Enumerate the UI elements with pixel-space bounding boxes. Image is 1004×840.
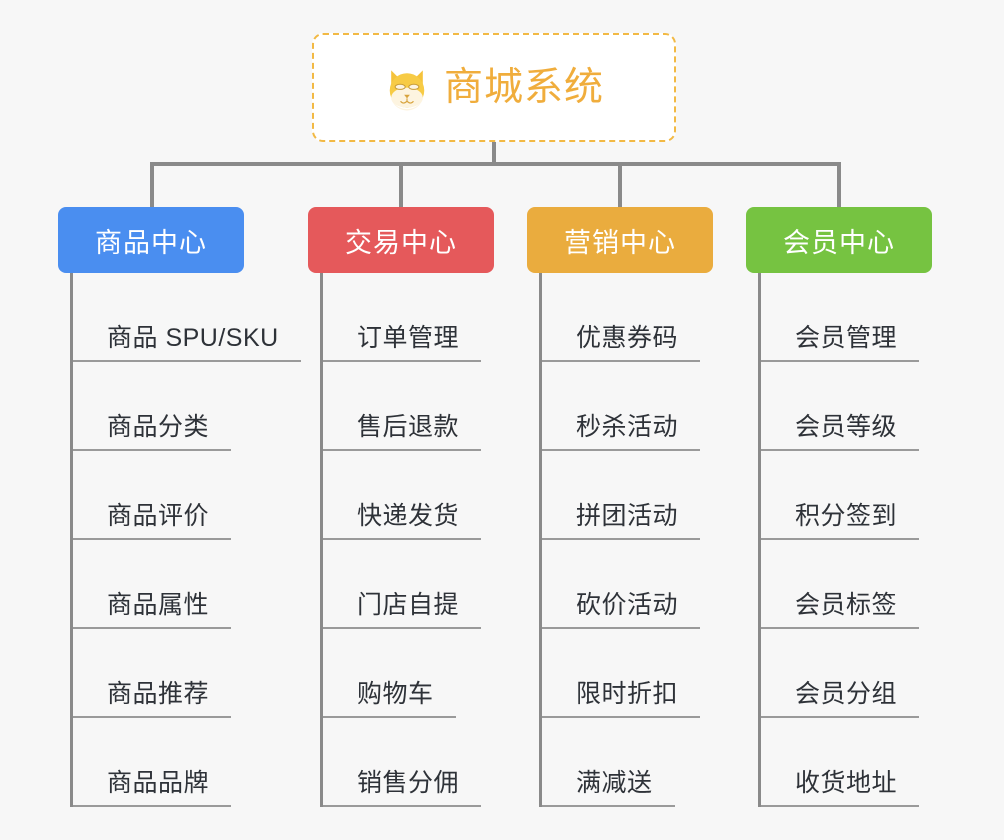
- root-title: 商城系统: [443, 66, 604, 109]
- leaf-item[interactable]: 商品评价: [73, 451, 301, 540]
- leaf-item[interactable]: 会员分组: [761, 629, 932, 718]
- branch-header-label: 会员中心: [783, 227, 895, 258]
- connector-drop-branch-1: [150, 162, 154, 208]
- branch-header-label: 营销中心: [564, 227, 676, 258]
- leaf-label: 会员分组: [795, 680, 898, 708]
- leaf-label: 拼团活动: [576, 502, 679, 530]
- branch-column-product-center: 商品中心 商品 SPU/SKU 商品分类 商品评价 商品属性 商品推荐 商品品牌: [58, 207, 301, 807]
- leaf-item[interactable]: 商品 SPU/SKU: [73, 273, 301, 362]
- leaf-label: 订单管理: [357, 324, 460, 352]
- leaf-label: 砍价活动: [576, 591, 679, 619]
- leaf-label: 购物车: [357, 680, 434, 708]
- leaf-label: 会员管理: [795, 324, 898, 352]
- leaf-list-trade-center: 订单管理 售后退款 快递发货 门店自提 购物车 销售分佣: [320, 273, 494, 807]
- branch-header-product-center[interactable]: 商品中心: [58, 207, 244, 273]
- leaf-label: 快递发货: [357, 502, 460, 530]
- leaf-item[interactable]: 会员等级: [761, 362, 932, 451]
- leaf-label: 销售分佣: [357, 769, 460, 797]
- shiba-inu-dog-face-icon: [389, 69, 425, 111]
- leaf-label: 商品 SPU/SKU: [107, 324, 279, 352]
- connector-drop-branch-3: [618, 162, 622, 208]
- leaf-item[interactable]: 门店自提: [323, 540, 494, 629]
- leaf-item[interactable]: 满减送: [542, 718, 713, 807]
- branch-header-member-center[interactable]: 会员中心: [746, 207, 932, 273]
- leaf-item[interactable]: 会员管理: [761, 273, 932, 362]
- leaf-item[interactable]: 商品属性: [73, 540, 301, 629]
- leaf-list-member-center: 会员管理 会员等级 积分签到 会员标签 会员分组 收货地址: [758, 273, 932, 807]
- leaf-list-product-center: 商品 SPU/SKU 商品分类 商品评价 商品属性 商品推荐 商品品牌: [70, 273, 301, 807]
- leaf-label: 商品推荐: [107, 680, 210, 708]
- leaf-label: 优惠券码: [576, 324, 679, 352]
- connector-horizontal-bus: [150, 162, 840, 166]
- leaf-item[interactable]: 优惠券码: [542, 273, 713, 362]
- connector-root-stem: [492, 142, 496, 164]
- leaf-label: 秒杀活动: [576, 413, 679, 441]
- leaf-label: 会员标签: [795, 591, 898, 619]
- root-node[interactable]: 商城系统: [312, 33, 676, 142]
- leaf-label: 商品评价: [107, 502, 210, 530]
- leaf-label: 门店自提: [357, 591, 460, 619]
- leaf-item[interactable]: 拼团活动: [542, 451, 713, 540]
- leaf-label: 满减送: [576, 769, 653, 797]
- leaf-list-marketing-center: 优惠券码 秒杀活动 拼团活动 砍价活动 限时折扣 满减送: [539, 273, 713, 807]
- branch-column-marketing-center: 营销中心 优惠券码 秒杀活动 拼团活动 砍价活动 限时折扣 满减送: [527, 207, 713, 807]
- leaf-item[interactable]: 收货地址: [761, 718, 932, 807]
- leaf-label: 积分签到: [795, 502, 898, 530]
- leaf-item[interactable]: 限时折扣: [542, 629, 713, 718]
- leaf-label: 会员等级: [795, 413, 898, 441]
- leaf-label: 收货地址: [795, 769, 898, 797]
- leaf-item[interactable]: 会员标签: [761, 540, 932, 629]
- branch-header-trade-center[interactable]: 交易中心: [308, 207, 494, 273]
- branch-column-trade-center: 交易中心 订单管理 售后退款 快递发货 门店自提 购物车 销售分佣: [308, 207, 494, 807]
- leaf-label: 商品品牌: [107, 769, 210, 797]
- leaf-item[interactable]: 购物车: [323, 629, 494, 718]
- connector-drop-branch-4: [837, 162, 841, 208]
- branch-header-marketing-center[interactable]: 营销中心: [527, 207, 713, 273]
- leaf-item[interactable]: 快递发货: [323, 451, 494, 540]
- leaf-item[interactable]: 积分签到: [761, 451, 932, 540]
- leaf-item[interactable]: 销售分佣: [323, 718, 494, 807]
- branch-header-label: 交易中心: [345, 227, 457, 258]
- branch-header-label: 商品中心: [95, 227, 207, 258]
- leaf-item[interactable]: 砍价活动: [542, 540, 713, 629]
- leaf-item[interactable]: 秒杀活动: [542, 362, 713, 451]
- leaf-item[interactable]: 商品推荐: [73, 629, 301, 718]
- leaf-label: 售后退款: [357, 413, 460, 441]
- connector-drop-branch-2: [399, 162, 403, 208]
- leaf-label: 商品属性: [107, 591, 210, 619]
- leaf-item[interactable]: 商品品牌: [73, 718, 301, 807]
- leaf-item[interactable]: 订单管理: [323, 273, 494, 362]
- leaf-item[interactable]: 商品分类: [73, 362, 301, 451]
- branch-column-member-center: 会员中心 会员管理 会员等级 积分签到 会员标签 会员分组 收货地址: [746, 207, 932, 807]
- leaf-label: 限时折扣: [576, 680, 679, 708]
- leaf-label: 商品分类: [107, 413, 210, 441]
- leaf-item[interactable]: 售后退款: [323, 362, 494, 451]
